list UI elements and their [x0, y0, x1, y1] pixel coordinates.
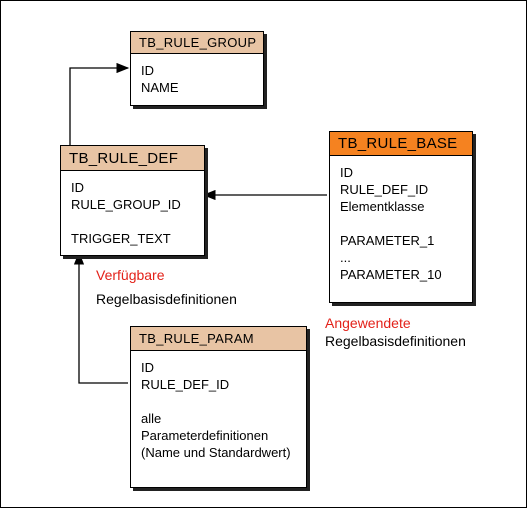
entity-fields: ID RULE_GROUP_ID TRIGGER_TEXT: [61, 171, 204, 247]
entity-title: TB_RULE_PARAM: [139, 331, 254, 346]
entity-header: TB_RULE_BASE: [330, 132, 472, 156]
field-row: PARAMETER_1: [340, 233, 435, 248]
field-row: (Name und Standardwert): [141, 445, 291, 460]
caption-applied-line1: Angewendete: [325, 315, 411, 331]
entity-title: TB_RULE_BASE: [338, 135, 458, 152]
entity-title: TB_RULE_DEF: [69, 149, 179, 167]
caption-available-line1: Verfügbare: [96, 267, 165, 283]
field-row: [71, 213, 204, 230]
caption-available-line2: Regelbasisdefinitionen: [96, 291, 237, 307]
entity-tb-rule-base: TB_RULE_BASE ID RULE_DEF_ID Elementklass…: [329, 131, 473, 303]
entity-fields: ID RULE_DEF_ID alle Parameterdefinitione…: [131, 351, 306, 461]
field-row: NAME: [141, 80, 179, 95]
connector-param-to-def: [73, 251, 128, 384]
field-row: TRIGGER_TEXT: [71, 231, 171, 246]
field-row: [141, 393, 306, 410]
field-row: RULE_DEF_ID: [141, 377, 230, 392]
field-row: RULE_GROUP_ID: [71, 197, 181, 212]
field-row: ID: [141, 63, 154, 78]
entity-title: TB_RULE_GROUP: [139, 35, 257, 50]
field-row: ID: [340, 165, 353, 180]
entity-header: TB_RULE_PARAM: [131, 327, 306, 351]
entity-fields: ID NAME: [131, 54, 263, 96]
field-row: ID: [71, 180, 84, 195]
field-row: Elementklasse: [340, 199, 425, 214]
field-row: RULE_DEF_ID: [340, 182, 429, 197]
field-row: ID: [141, 360, 154, 375]
connector-def-to-group: [69, 62, 130, 145]
entity-header: TB_RULE_GROUP: [131, 32, 263, 54]
entity-tb-rule-param: TB_RULE_PARAM ID RULE_DEF_ID alle Parame…: [130, 326, 307, 488]
field-row: PARAMETER_10: [340, 267, 442, 282]
entity-fields: ID RULE_DEF_ID Elementklasse PARAMETER_1…: [330, 156, 472, 283]
field-row: Parameterdefinitionen: [141, 428, 269, 443]
caption-applied-line2: Regelbasisdefinitionen: [325, 333, 466, 349]
entity-header: TB_RULE_DEF: [61, 146, 204, 171]
field-row: ...: [340, 250, 351, 265]
entity-tb-rule-def: TB_RULE_DEF ID RULE_GROUP_ID TRIGGER_TEX…: [60, 145, 205, 256]
field-row: [340, 215, 472, 232]
entity-tb-rule-group: TB_RULE_GROUP ID NAME: [130, 31, 264, 106]
field-row: alle: [141, 411, 162, 426]
